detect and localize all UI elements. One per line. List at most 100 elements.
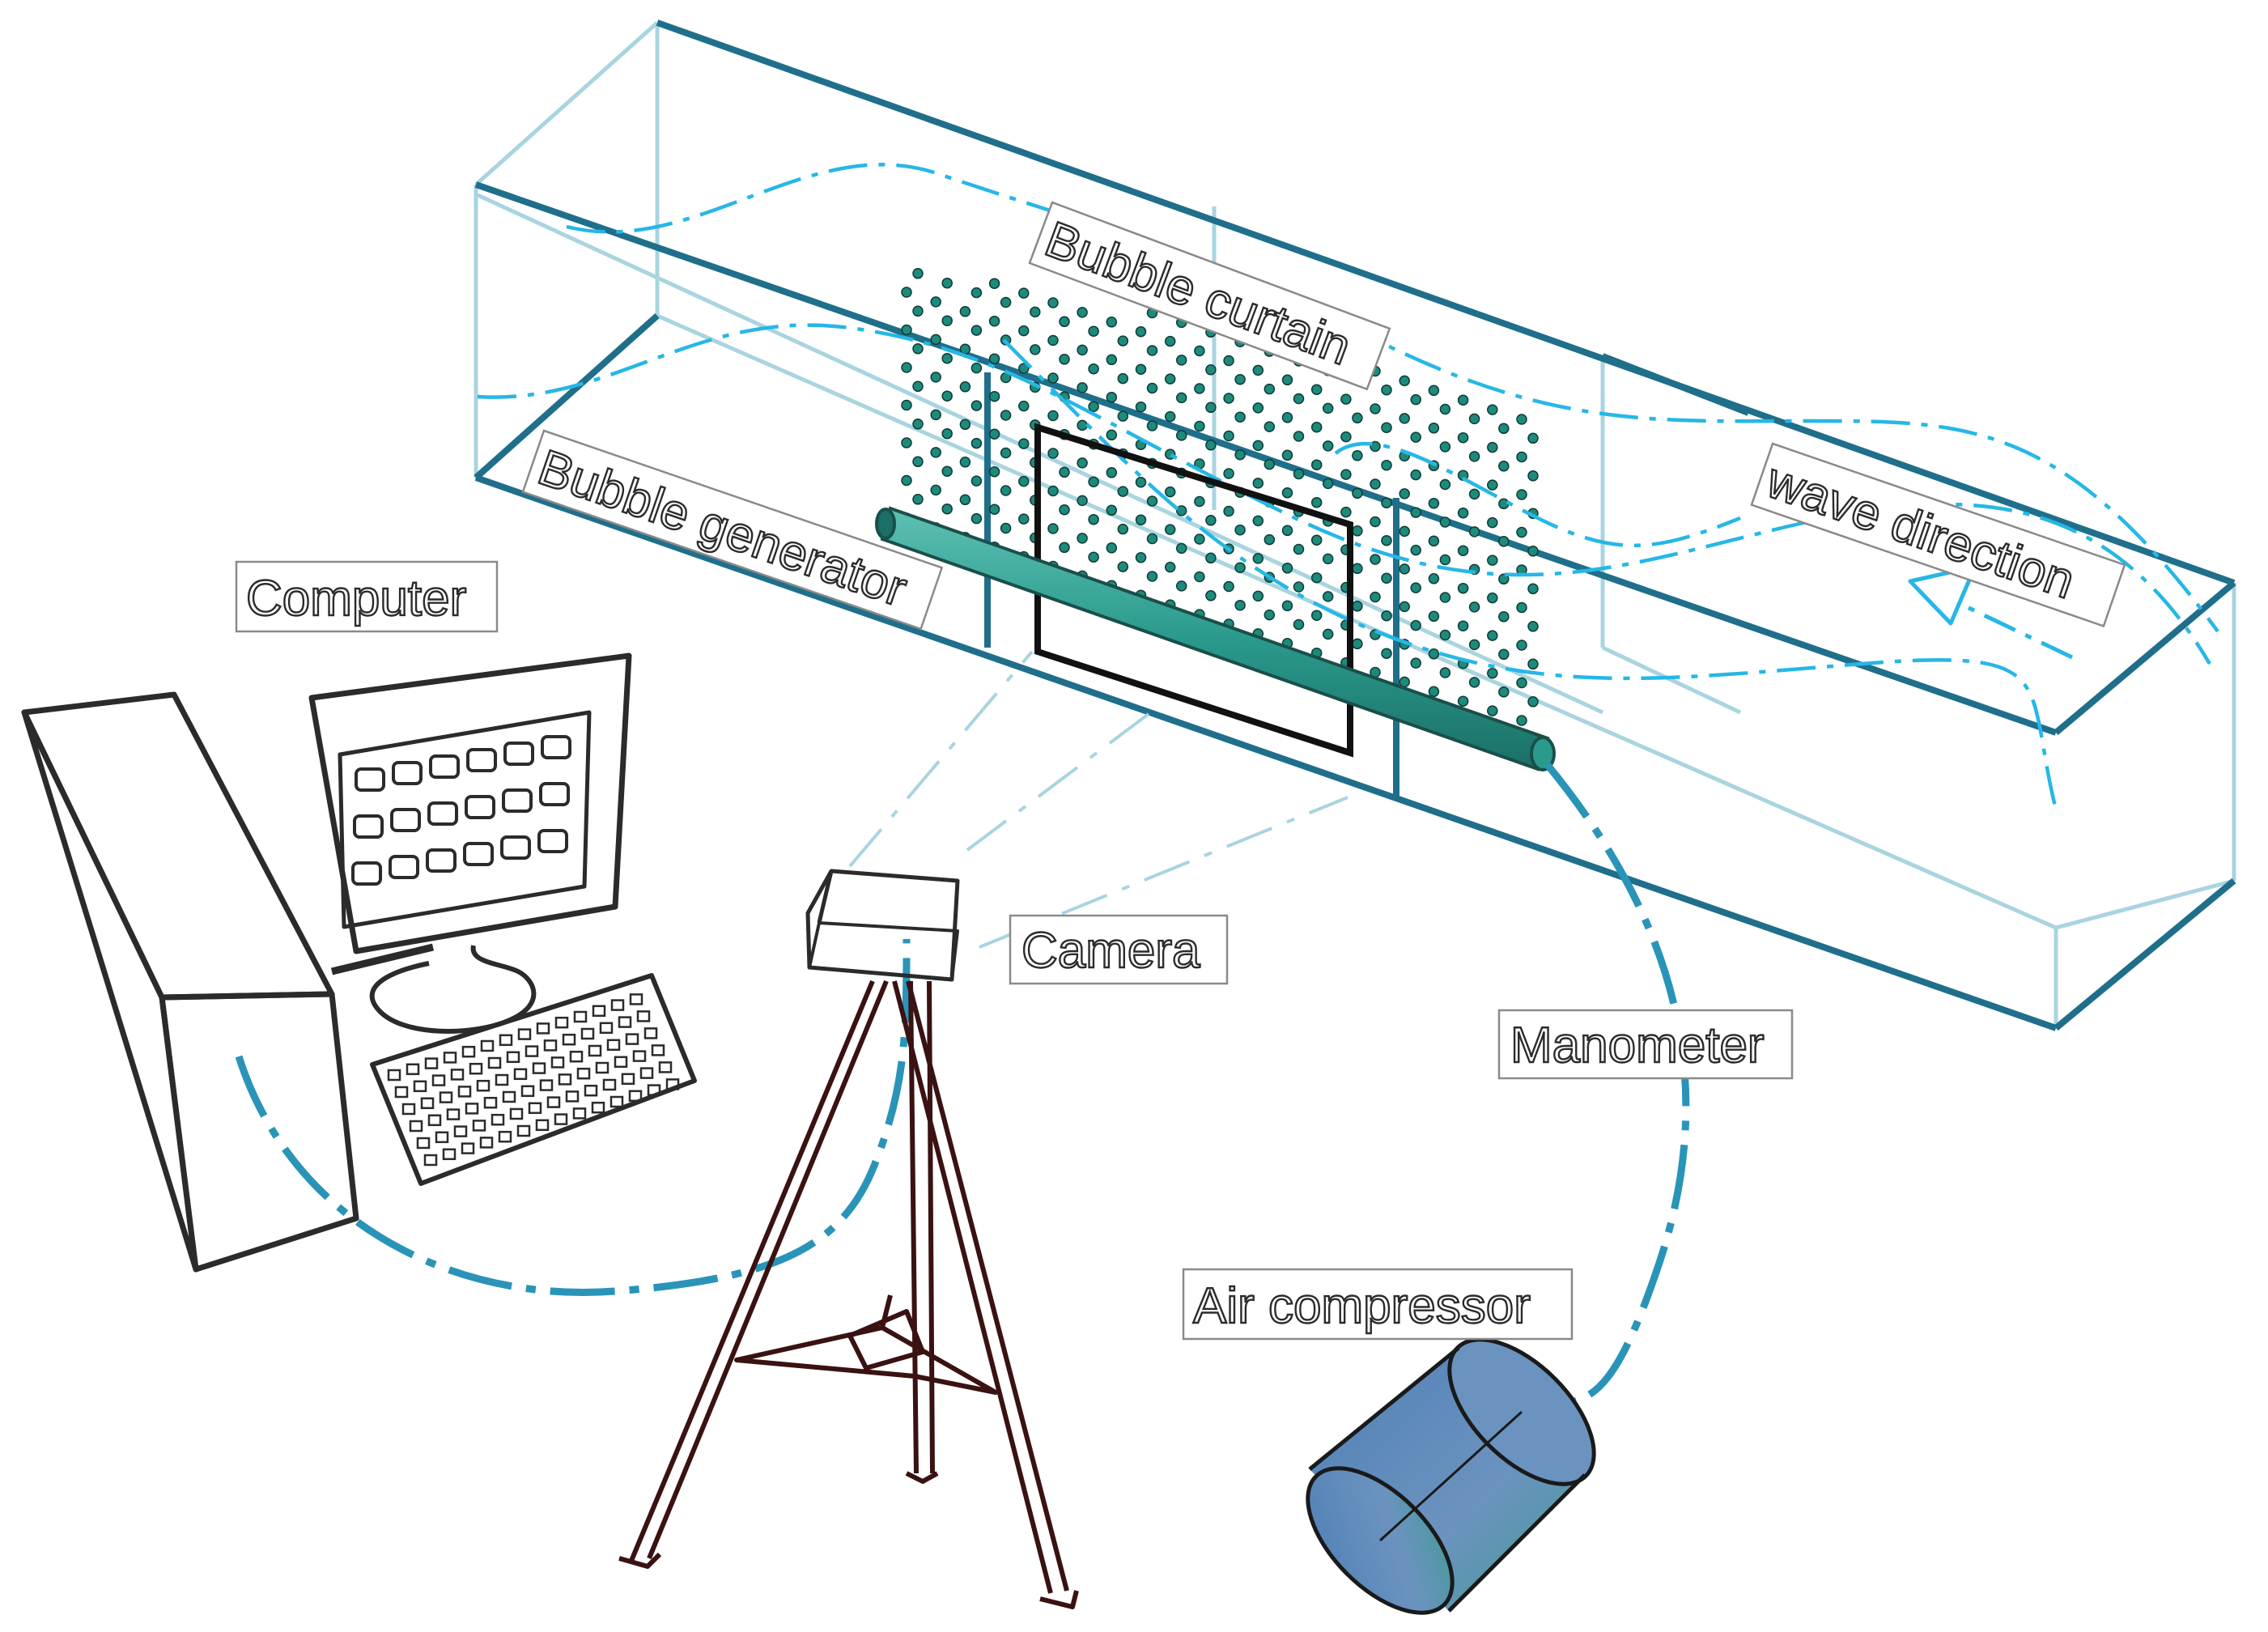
bubble: [930, 296, 941, 308]
keyboard-key: [457, 1086, 472, 1098]
bubble: [1428, 385, 1440, 397]
bubble: [1468, 639, 1480, 651]
keyboard-key: [554, 1113, 568, 1125]
bubble: [1340, 506, 1352, 518]
bubble: [1352, 563, 1363, 575]
keyboard-key: [562, 1033, 576, 1046]
bubble: [1381, 534, 1392, 546]
keyboard-key: [443, 1052, 457, 1064]
screen-icon: [463, 842, 494, 866]
bubble: [1293, 468, 1305, 480]
bubble: [1322, 591, 1334, 602]
keyboard-keys: [387, 993, 680, 1167]
bubble: [1322, 628, 1334, 640]
bubble: [1077, 457, 1088, 469]
bubble: [1135, 514, 1147, 525]
bubble: [1516, 526, 1527, 538]
keyboard-key: [420, 1097, 435, 1110]
keyboard-key: [394, 1086, 409, 1099]
bubble: [1310, 496, 1323, 508]
bubble: [1281, 487, 1293, 499]
bubble: [1194, 571, 1205, 583]
bubble: [912, 268, 924, 279]
bubble: [1381, 648, 1392, 659]
bubble: [1088, 476, 1099, 487]
bubble: [1030, 344, 1041, 355]
bubble: [1399, 601, 1410, 613]
keyboard-key: [483, 1096, 498, 1109]
bubble: [1175, 430, 1187, 441]
keyboard-key: [647, 1084, 661, 1096]
bubble: [1059, 542, 1070, 554]
bubble: [959, 306, 971, 317]
bubble: [1018, 400, 1030, 412]
bubble: [1018, 438, 1030, 449]
keyboard-key: [487, 1056, 502, 1069]
bubble: [959, 343, 971, 355]
bubble: [1352, 638, 1363, 650]
keyboard-key: [413, 1080, 427, 1093]
bubble: [1352, 525, 1363, 537]
bubble: [912, 419, 924, 430]
bubble: [1516, 489, 1527, 500]
keyboard-key: [479, 1137, 494, 1149]
keyboard-key: [558, 1073, 572, 1086]
bubble: [1088, 363, 1099, 375]
bubble: [1088, 551, 1099, 563]
bubble: [930, 484, 941, 496]
bubble: [1059, 466, 1070, 478]
keyboard-key: [580, 1027, 595, 1040]
bubble: [941, 427, 953, 440]
bubble: [1293, 543, 1305, 555]
bubble: [930, 409, 941, 421]
bubble: [1340, 393, 1352, 405]
bubble: [1047, 523, 1059, 534]
bubble: [1281, 449, 1293, 461]
bubble: [1439, 554, 1451, 566]
bubble: [1498, 611, 1510, 623]
bubble: [1252, 515, 1264, 527]
bubble: [1047, 334, 1059, 346]
bubble: [1194, 383, 1205, 394]
bubble: [901, 362, 912, 373]
bubble: [1047, 297, 1059, 308]
bubble: [1194, 495, 1205, 508]
wave-direction-arrow: [1908, 564, 2074, 660]
bubble: [1059, 316, 1070, 328]
keyboard-key: [636, 1010, 651, 1022]
bubble: [1175, 580, 1187, 592]
bubble: [1457, 431, 1469, 444]
keyboard-key: [665, 1078, 680, 1090]
keyboard: [370, 973, 697, 1186]
keyboard-key: [442, 1148, 457, 1161]
bubble: [1194, 533, 1205, 545]
svg-text:Computer: Computer: [246, 571, 466, 627]
screen-icon: [429, 754, 460, 779]
keyboard-key: [625, 1033, 639, 1045]
bubble: [1487, 516, 1498, 529]
bubble: [1410, 431, 1421, 443]
bubble: [1106, 317, 1118, 328]
bubble: [1135, 363, 1147, 375]
bubble: [1077, 382, 1088, 393]
bubble: [1410, 507, 1421, 518]
keyboard-key: [569, 1050, 584, 1063]
bubble: [1088, 325, 1099, 337]
bubble: [1322, 402, 1334, 414]
bubble: [1468, 526, 1480, 538]
bubble: [1527, 583, 1539, 595]
keyboard-key: [517, 1028, 532, 1040]
bubble: [1234, 448, 1246, 461]
label-air-compressor: Air compressor: [1182, 1268, 1574, 1341]
keyboard-key: [406, 1063, 420, 1076]
bubble: [970, 287, 983, 299]
bubble: [1439, 592, 1451, 603]
bubble: [1439, 629, 1451, 641]
bubble: [1399, 413, 1410, 424]
keyboard-key: [427, 1114, 442, 1127]
bubble: [941, 277, 953, 289]
bubble: [1322, 440, 1334, 452]
bubble: [1234, 562, 1246, 573]
keyboard-key: [509, 1107, 524, 1120]
screen-icon: [390, 808, 421, 832]
